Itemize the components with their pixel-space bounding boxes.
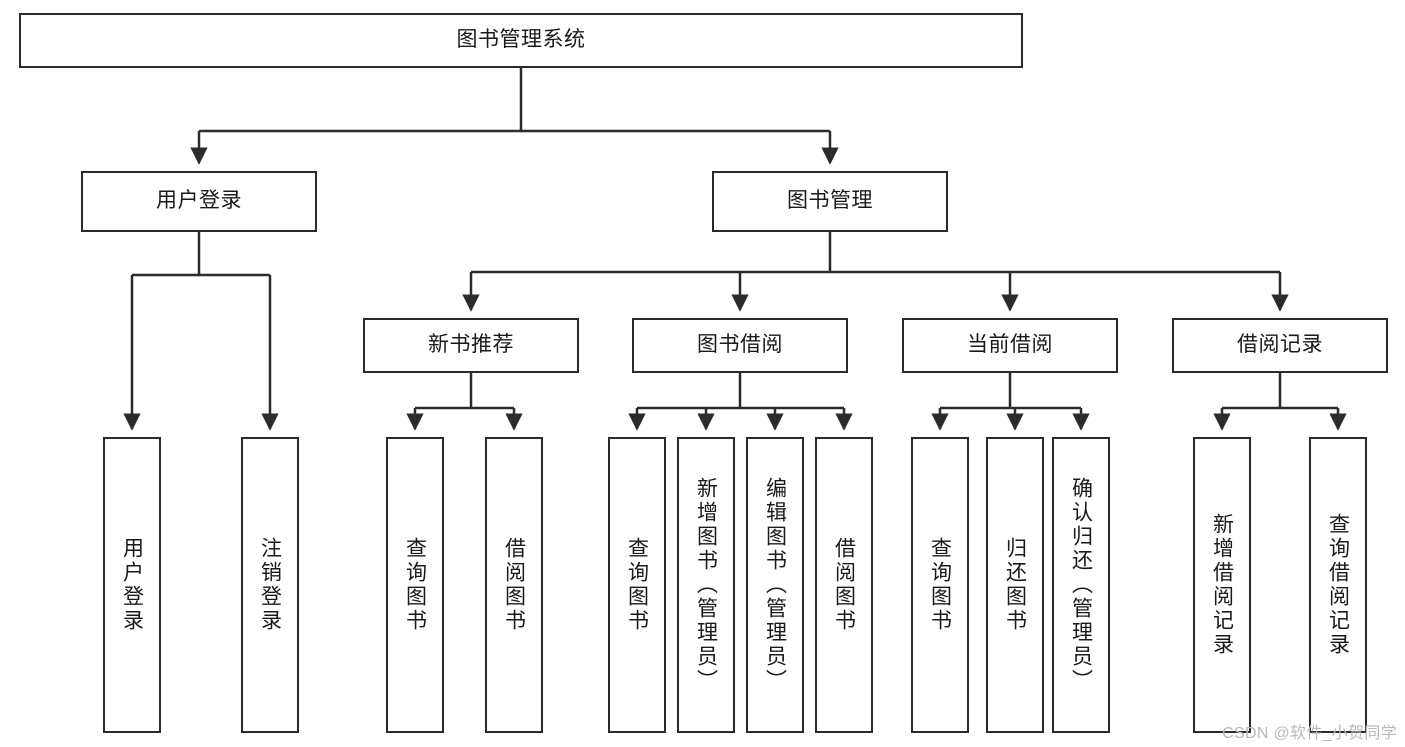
node-leaf-query-borrow-record[interactable]: 查询借阅记录 [1309, 437, 1367, 733]
node-leaf-query-book-rec[interactable]: 查询图书 [386, 437, 444, 733]
node-book-borrow-label: 图书借阅 [697, 333, 783, 357]
node-leaf-confirm-return-admin[interactable]: 确认归还（管理员） [1052, 437, 1110, 733]
node-borrow-record[interactable]: 借阅记录 [1172, 318, 1388, 373]
node-leaf-query-book-current-label: 查询图书 [928, 537, 952, 633]
node-user-login-label: 用户登录 [156, 189, 242, 213]
node-leaf-return-book[interactable]: 归还图书 [986, 437, 1044, 733]
node-leaf-query-book-borrow[interactable]: 查询图书 [608, 437, 666, 733]
node-book-manage-label: 图书管理 [787, 189, 873, 213]
node-leaf-query-borrow-record-label: 查询借阅记录 [1326, 513, 1350, 657]
node-root[interactable]: 图书管理系统 [19, 13, 1023, 68]
node-book-borrow[interactable]: 图书借阅 [632, 318, 848, 373]
node-current-borrow-label: 当前借阅 [967, 333, 1053, 357]
node-leaf-borrow-book[interactable]: 借阅图书 [815, 437, 873, 733]
node-leaf-user-login-label: 用户登录 [120, 537, 144, 633]
node-leaf-user-logout-label: 注销登录 [258, 537, 282, 633]
node-new-book-recommend-label: 新书推荐 [428, 333, 514, 357]
node-leaf-query-book-current[interactable]: 查询图书 [911, 437, 969, 733]
node-leaf-borrow-book-label: 借阅图书 [832, 537, 856, 633]
node-leaf-edit-book-admin-label: 编辑图书（管理员） [763, 477, 787, 693]
node-user-login[interactable]: 用户登录 [81, 171, 317, 232]
node-leaf-confirm-return-admin-label: 确认归还（管理员） [1069, 477, 1093, 693]
node-new-book-recommend[interactable]: 新书推荐 [363, 318, 579, 373]
node-leaf-user-login[interactable]: 用户登录 [103, 437, 161, 733]
node-leaf-add-book-admin-label: 新增图书（管理员） [694, 477, 718, 693]
node-leaf-borrow-book-rec-label: 借阅图书 [502, 537, 526, 633]
node-current-borrow[interactable]: 当前借阅 [902, 318, 1118, 373]
node-leaf-add-borrow-record[interactable]: 新增借阅记录 [1193, 437, 1251, 733]
node-leaf-add-book-admin[interactable]: 新增图书（管理员） [677, 437, 735, 733]
node-leaf-return-book-label: 归还图书 [1003, 537, 1027, 633]
node-leaf-borrow-book-rec[interactable]: 借阅图书 [485, 437, 543, 733]
node-leaf-query-book-borrow-label: 查询图书 [625, 537, 649, 633]
node-leaf-edit-book-admin[interactable]: 编辑图书（管理员） [746, 437, 804, 733]
node-root-label: 图书管理系统 [456, 28, 586, 52]
node-borrow-record-label: 借阅记录 [1237, 333, 1323, 357]
node-leaf-user-logout[interactable]: 注销登录 [241, 437, 299, 733]
node-book-manage[interactable]: 图书管理 [712, 171, 948, 232]
node-leaf-add-borrow-record-label: 新增借阅记录 [1210, 513, 1234, 657]
watermark-text: CSDN @软件_小贺同学 [1222, 725, 1397, 742]
node-leaf-query-book-rec-label: 查询图书 [403, 537, 427, 633]
